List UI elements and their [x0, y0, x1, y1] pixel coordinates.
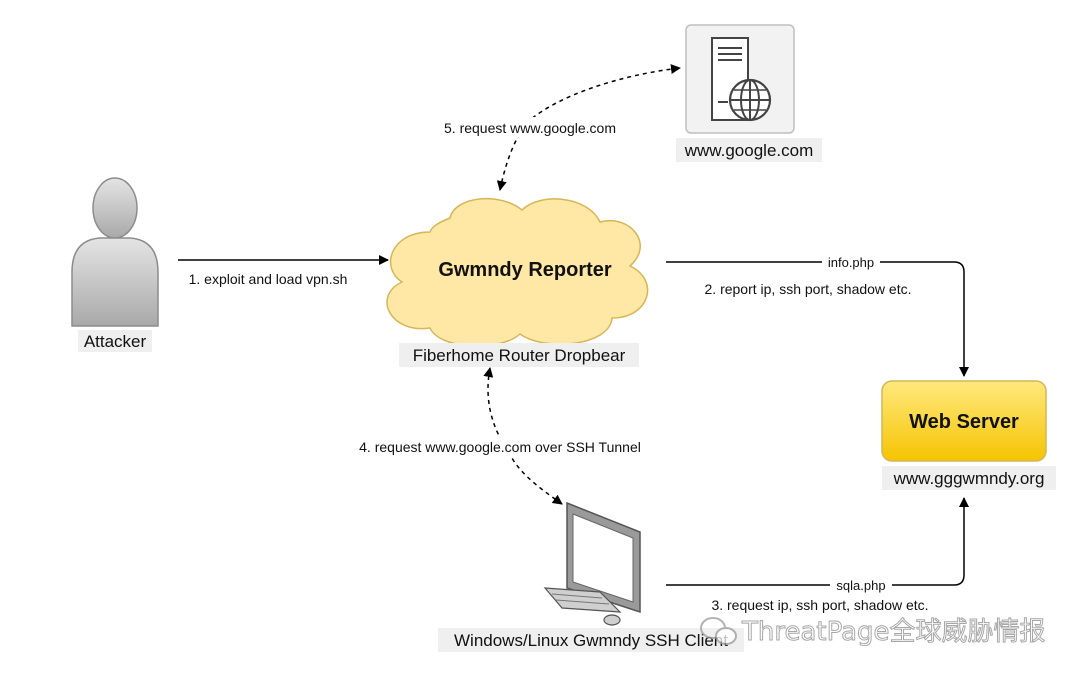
edge-request	[666, 497, 969, 586]
router-title: Gwmndy Reporter	[438, 259, 612, 281]
edge-request-label: 3. request ip, ssh port, shadow etc.	[711, 597, 928, 613]
web-server-title: Web Server	[909, 411, 1019, 433]
web-server-node: Web Server www.gggwmndy.org	[881, 380, 1056, 490]
edge-request-file: sqla.php	[836, 578, 885, 593]
watermark: ThreatPage全球威胁情报	[700, 617, 1046, 648]
google-node: www.google.com	[676, 24, 822, 162]
client-node: Windows/Linux Gwmndy SSH Client	[438, 501, 744, 652]
edge-exploit-label: 1. exploit and load vpn.sh	[189, 271, 348, 287]
google-label: www.google.com	[684, 141, 814, 160]
edge-google-request-label: 5. request www.google.com	[444, 120, 616, 136]
edge-tunnel	[483, 367, 563, 505]
edge-report-label: 2. report ip, ssh port, shadow etc.	[705, 281, 912, 297]
edge-report-file: info.php	[828, 255, 874, 270]
attacker-node: Attacker	[71, 177, 159, 352]
edge-report	[666, 261, 969, 377]
router-node: Gwmndy Reporter Fiberhome Router Dropbea…	[386, 197, 649, 367]
watermark-text: ThreatPage全球威胁情报	[741, 617, 1046, 647]
client-label: Windows/Linux Gwmndy SSH Client	[454, 631, 728, 650]
desktop-computer-icon	[543, 501, 641, 626]
edge-tunnel-label: 4. request www.google.com over SSH Tunne…	[359, 439, 641, 455]
server-globe-icon	[711, 37, 772, 122]
router-caption: Fiberhome Router Dropbear	[413, 346, 626, 365]
wechat-icon	[700, 617, 737, 645]
attacker-label: Attacker	[84, 332, 147, 351]
web-server-caption: www.gggwmndy.org	[893, 469, 1045, 488]
person-icon	[71, 177, 159, 327]
cloud-shape	[386, 197, 649, 347]
